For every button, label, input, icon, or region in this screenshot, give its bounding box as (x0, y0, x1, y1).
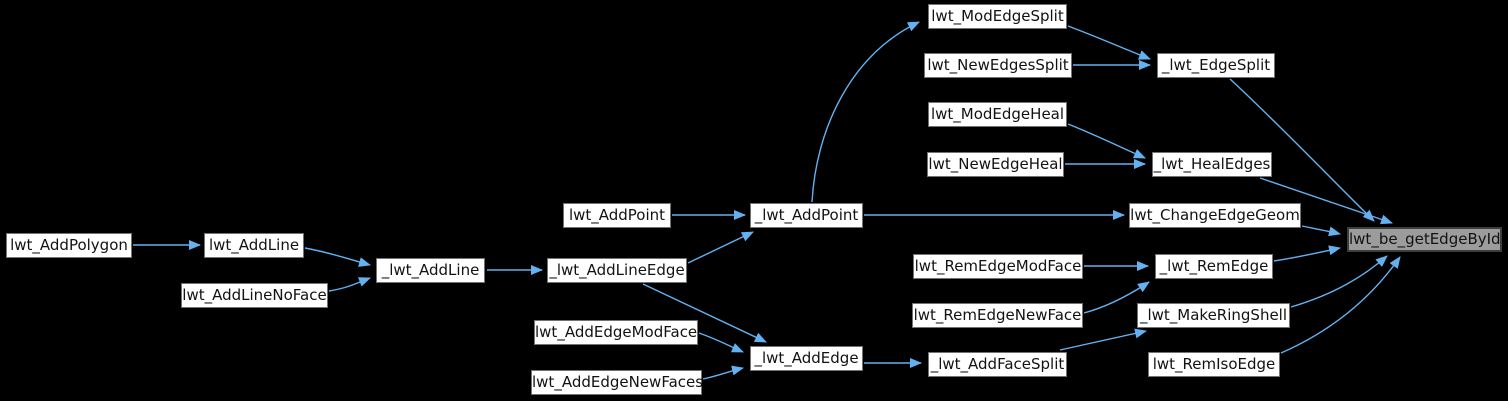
node-lwt-addpoint[interactable]: lwt_AddPoint (563, 203, 671, 228)
node-lwt-modedgeheal[interactable]: lwt_ModEdgeHeal (928, 102, 1067, 127)
node-lwt-remisoedge[interactable]: lwt_RemIsoEdge (1148, 352, 1280, 377)
edge-lwt-remedgenewface-to-lwt-remedge2 (1083, 281, 1150, 314)
node-lwt-changeedgegeom[interactable]: lwt_ChangeEdgeGeom (1129, 203, 1301, 228)
node-lwt-addline-internal[interactable]: _lwt_AddLine (376, 258, 485, 283)
edge-lwt-addlineedge-to-lwt-addedge2 (642, 283, 767, 343)
edge-lwt-remedge2-to-lwt-be-getedgebyid (1273, 245, 1341, 262)
node-lwt-addedge-internal[interactable]: _lwt_AddEdge (750, 346, 863, 371)
node-lwt-be-getedgebyid-highlighted: lwt_be_getEdgeById (1347, 227, 1502, 252)
node-lwt-addedgenewfaces[interactable]: lwt_AddEdgeNewFaces (531, 370, 703, 395)
edge-lwt-remisoedge-to-lwt-be-getedgebyid (1280, 256, 1401, 354)
edge-lwt-addfacesplit2-to-lwt-makeringshell2 (1059, 328, 1147, 351)
node-lwt-makeringshell-internal[interactable]: _lwt_MakeRingShell (1137, 303, 1290, 328)
edge-lwt-modedgesplit-to-lwt-edgesplit2 (1067, 25, 1151, 60)
edge-lwt-addline-to-lwt-addline2 (304, 247, 371, 267)
node-lwt-addedgemodface[interactable]: lwt_AddEdgeModFace (534, 320, 698, 345)
edge-lwt-addlineedge-to-lwt-addpoint2 (687, 231, 754, 264)
node-lwt-remedge-internal[interactable]: _lwt_RemEdge (1155, 254, 1273, 279)
edge-lwt-addedgemodface-to-lwt-addedge2 (698, 332, 744, 353)
node-lwt-healedges-internal[interactable]: _lwt_HealEdges (1152, 152, 1272, 177)
edge-lwt-modedgeheal-to-lwt-healedges2 (1067, 123, 1146, 159)
node-lwt-edgesplit-internal[interactable]: _lwt_EdgeSplit (1157, 53, 1275, 78)
node-lwt-addlinenoface[interactable]: lwt_AddLineNoFace (181, 283, 328, 308)
edge-lwt-healedges2-to-lwt-be-getedgebyid (1259, 177, 1393, 225)
edge-lwt-addlinenoface-to-lwt-addline2 (328, 277, 371, 292)
node-lwt-modedgesplit[interactable]: lwt_ModEdgeSplit (928, 4, 1067, 29)
node-lwt-remedgemodface[interactable]: lwt_RemEdgeModFace (913, 254, 1083, 279)
node-lwt-newedgeheal[interactable]: lwt_NewEdgeHeal (927, 152, 1064, 177)
node-lwt-addlineedge[interactable]: _lwt_AddLineEdge (547, 258, 687, 283)
edge-lwt-addedgenewfaces-to-lwt-addedge2 (702, 365, 744, 380)
edge-lwt-makeringshell2-to-lwt-be-getedgebyid (1290, 255, 1388, 308)
node-lwt-addpolygon[interactable]: lwt_AddPolygon (6, 233, 132, 258)
edge-lwt-changeedgegeom-to-lwt-be-getedgebyid (1301, 225, 1341, 237)
node-lwt-newedgessplit[interactable]: lwt_NewEdgesSplit (924, 53, 1072, 78)
edge-lwt-edgesplit2-to-lwt-be-getedgebyid (1229, 78, 1375, 222)
node-lwt-addfacesplit-internal[interactable]: _lwt_AddFaceSplit (928, 352, 1067, 377)
node-lwt-addline[interactable]: lwt_AddLine (204, 233, 304, 258)
edge-lwt-addpoint2-to-lwt-modedgesplit (811, 21, 920, 203)
node-lwt-remedgenewface[interactable]: lwt_RemEdgeNewFace (912, 303, 1083, 328)
node-lwt-addpoint-internal[interactable]: _lwt_AddPoint (750, 203, 863, 228)
